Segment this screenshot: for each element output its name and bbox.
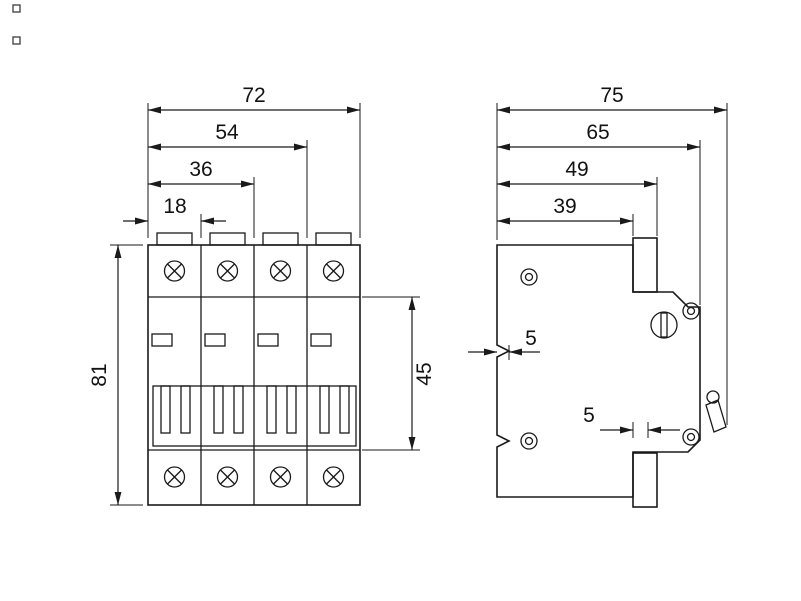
din-latch xyxy=(705,390,727,433)
dim-label-offset-bottom: 5 xyxy=(583,404,595,427)
terminal-screw xyxy=(163,466,186,488)
side-view xyxy=(496,237,727,508)
top-tab xyxy=(209,232,246,246)
handle-slot xyxy=(286,385,297,434)
terminal-screw xyxy=(322,260,345,282)
handle-slot xyxy=(319,385,330,434)
top-tab xyxy=(262,232,299,246)
breaker-body-side xyxy=(496,244,701,498)
dim-label-height-switch-section: 45 xyxy=(413,362,436,385)
dim-label-depth-body: 65 xyxy=(586,121,609,144)
dim-label-depth-39: 39 xyxy=(553,195,576,218)
rail-tab-bottom xyxy=(632,452,658,508)
terminal-screw xyxy=(216,466,239,488)
top-tab xyxy=(156,232,193,246)
side-dimensions: 75 65 49 39 5 5 xyxy=(468,84,728,438)
front-view xyxy=(147,232,361,506)
handle-slot xyxy=(266,385,277,434)
handle-slot xyxy=(233,385,244,434)
label-window xyxy=(151,333,173,347)
label-window xyxy=(204,333,226,347)
handle-slot xyxy=(160,385,171,434)
top-tab xyxy=(315,232,352,246)
corner-mark xyxy=(12,4,21,13)
terminal-screw xyxy=(216,260,239,282)
dim-label-width-three-pole: 54 xyxy=(215,121,239,144)
fixing-screw xyxy=(682,302,700,320)
terminal-screw xyxy=(269,466,292,488)
fixing-screw xyxy=(682,428,700,446)
handle-slot xyxy=(339,385,350,434)
dim-label-width-two-pole: 36 xyxy=(189,158,212,181)
handle-frame xyxy=(152,385,357,447)
dim-label-width-one-pole: 18 xyxy=(163,195,186,218)
handle-slot xyxy=(180,385,191,434)
fixing-screw xyxy=(520,268,538,286)
slotted-screw xyxy=(650,311,678,339)
handle-slot xyxy=(213,385,224,434)
terminal-screw xyxy=(322,466,345,488)
terminal-screw xyxy=(269,260,292,282)
label-window xyxy=(257,333,279,347)
label-window xyxy=(310,333,332,347)
dim-label-depth-49: 49 xyxy=(565,158,588,181)
fixing-screw xyxy=(520,432,538,450)
dim-label-depth-total: 75 xyxy=(600,84,623,107)
dim-label-height-total: 81 xyxy=(88,363,111,386)
corner-mark xyxy=(12,36,21,45)
dim-label-width-total: 72 xyxy=(242,84,265,107)
terminal-screw xyxy=(163,260,186,282)
rail-tab-top xyxy=(632,237,658,293)
front-dimensions: 72 54 36 18 81 45 xyxy=(88,84,436,506)
dim-label-offset-top: 5 xyxy=(525,327,537,350)
